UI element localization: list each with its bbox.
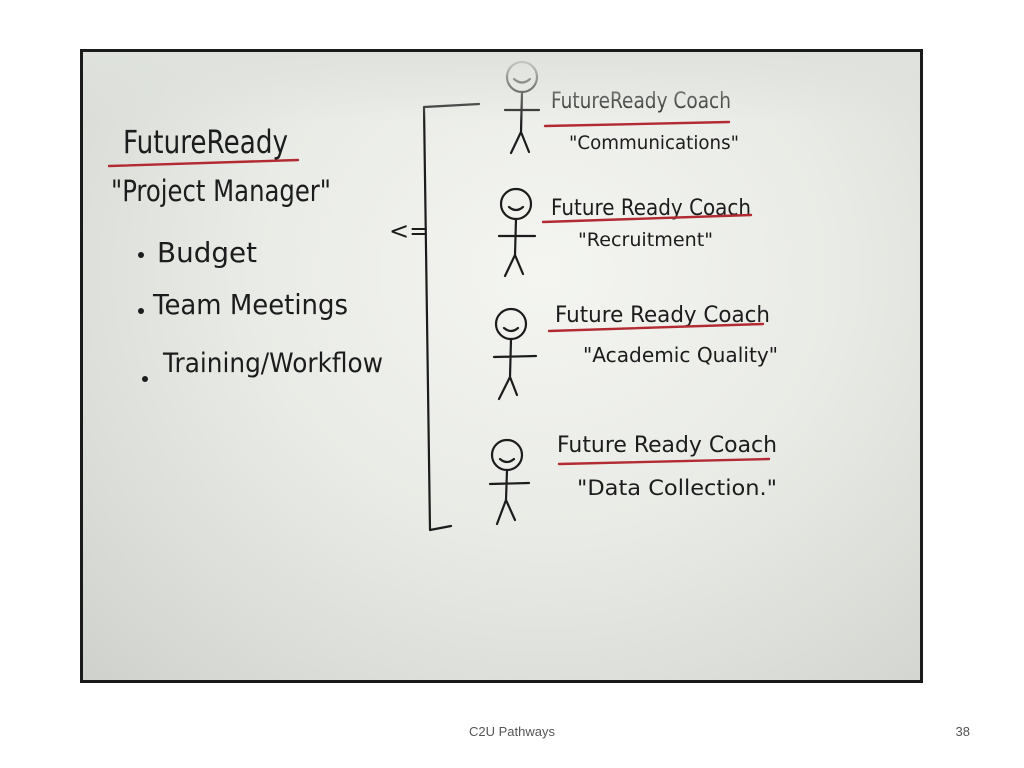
stick-figure-icon xyxy=(488,438,531,526)
arrow-glyph: <= xyxy=(389,217,429,245)
coach-role-4: "Data Collection." xyxy=(577,476,777,500)
coach-underline-4 xyxy=(557,457,771,466)
coach-underline-1 xyxy=(543,120,731,128)
coach-underline-3 xyxy=(547,322,765,333)
bullet-dot xyxy=(138,252,144,258)
board-title: FutureReady xyxy=(123,123,288,161)
coach-underline-2 xyxy=(541,213,753,224)
whiteboard-photo: FutureReady "Project Manager" Budget Tea… xyxy=(80,49,923,683)
coach-role-2: "Recruitment" xyxy=(578,229,713,251)
title-underline xyxy=(107,158,300,168)
bracket-line xyxy=(422,102,481,532)
board-subtitle: "Project Manager" xyxy=(111,174,331,208)
footer-title: C2U Pathways xyxy=(469,724,555,739)
page-number: 38 xyxy=(955,724,970,739)
bullet-training-workflow: Training/Workflow xyxy=(162,348,383,379)
coach-title-4: Future Ready Coach xyxy=(557,433,777,458)
whiteboard-drawing: FutureReady "Project Manager" Budget Tea… xyxy=(107,60,778,532)
bullet-team-meetings: Team Meetings xyxy=(152,288,348,321)
bullet-dot xyxy=(138,308,144,314)
bullet-budget: Budget xyxy=(157,236,257,269)
bullet-dot xyxy=(142,376,148,382)
stick-figure-icon xyxy=(497,187,537,278)
coach-role-3: "Academic Quality" xyxy=(583,343,778,367)
stick-figure-icon xyxy=(503,60,541,155)
stick-figure-icon xyxy=(492,307,538,401)
coach-role-1: "Communications" xyxy=(569,132,739,154)
coach-title-1: FutureReady Coach xyxy=(551,89,731,114)
